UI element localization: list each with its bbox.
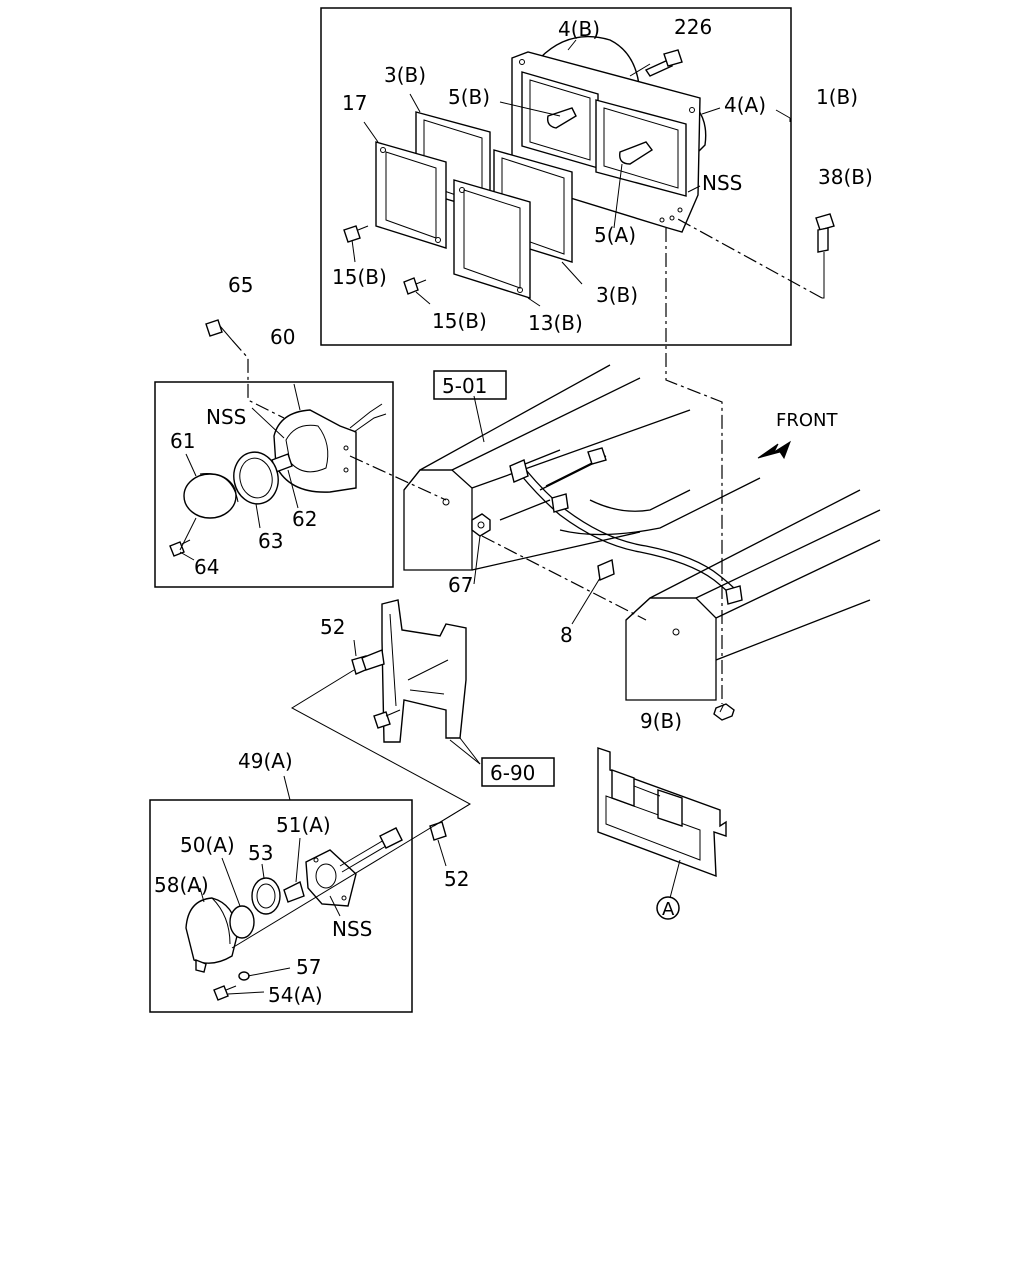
fog-lamp-assembly: [185, 821, 447, 1001]
label-65: 65: [228, 273, 253, 297]
screw-226: [644, 49, 683, 77]
bolt-38b: [815, 213, 835, 253]
label-64: 64: [194, 555, 219, 579]
relay-bracket-a: [597, 747, 727, 878]
nut-67: [471, 513, 491, 537]
label-17: 17: [342, 91, 367, 115]
label-15b-a: 15(B): [332, 265, 387, 289]
label-3b-top: 3(B): [384, 63, 426, 87]
label-4a: 4(A): [724, 93, 766, 117]
label-61: 61: [170, 429, 195, 453]
nut-9b: [713, 703, 735, 721]
label-5a: 5(A): [594, 223, 636, 247]
ref-box-6-90: [481, 757, 555, 787]
label-62: 62: [292, 507, 317, 531]
label-53: 53: [248, 841, 273, 865]
label-49a: 49(A): [238, 749, 293, 773]
label-5-01: 5-01: [442, 374, 487, 398]
label-nss-bot: NSS: [332, 917, 372, 941]
ref-circle-a: [656, 896, 680, 920]
label-3b-bot: 3(B): [596, 283, 638, 307]
bolt-65: [205, 319, 233, 341]
label-13b: 13(B): [528, 311, 583, 335]
label-54a: 54(A): [268, 983, 323, 1007]
label-nss-top: NSS: [702, 171, 742, 195]
label-50a: 50(A): [180, 833, 235, 857]
label-6-90: 6-90: [490, 761, 535, 785]
label-front: FRONT: [776, 410, 838, 431]
label-8: 8: [560, 623, 573, 647]
label-15b-b: 15(B): [432, 309, 487, 333]
bracket-6-90: [351, 599, 467, 743]
label-226: 226: [674, 15, 712, 39]
headlamp-assembly: [343, 35, 835, 299]
part-labels: 4(B) 226 3(B) 5(B) 4(A) 1(B) 17 NSS 38(B…: [154, 15, 873, 1007]
cab-body: [403, 364, 881, 701]
label-63: 63: [258, 529, 283, 553]
label-67: 67: [448, 573, 473, 597]
label-a: A: [662, 899, 675, 920]
label-52-top: 52: [320, 615, 345, 639]
label-51a: 51(A): [276, 813, 331, 837]
label-5b: 5(B): [448, 85, 490, 109]
ref-box-5-01: [433, 370, 507, 400]
label-nss-mid: NSS: [206, 405, 246, 429]
label-60: 60: [270, 325, 295, 349]
wiring-harness-8: [509, 447, 743, 605]
label-57: 57: [296, 955, 321, 979]
leader-lines: [179, 39, 825, 995]
label-4b: 4(B): [558, 17, 600, 41]
headlamp-assembly-frame: [320, 7, 792, 346]
side-lamp-assembly: [169, 403, 387, 557]
label-38b: 38(B): [818, 165, 873, 189]
label-9b: 9(B): [640, 709, 682, 733]
label-58a: 58(A): [154, 873, 209, 897]
label-1b: 1(B): [816, 85, 858, 109]
fog-lamp-frame: [149, 799, 413, 1013]
label-52-bot: 52: [444, 867, 469, 891]
front-arrow-icon: [757, 440, 791, 460]
side-lamp-frame: [154, 381, 394, 588]
